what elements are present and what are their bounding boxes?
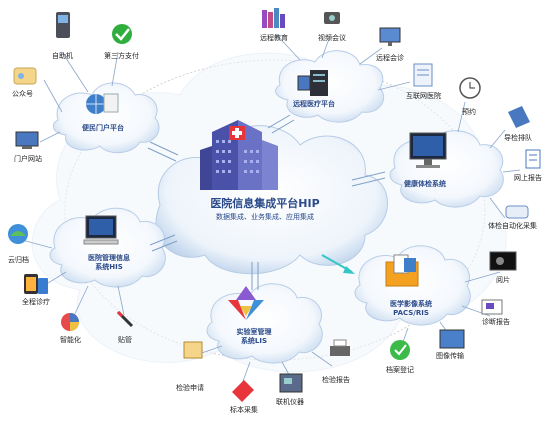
lab-prism-icon (228, 286, 264, 320)
label-full-diagnosis: 全程诊疗 (22, 298, 50, 306)
payment-check-icon (112, 24, 132, 44)
xray-film-icon (489, 251, 517, 271)
pie-chart-icon (61, 313, 79, 331)
queue-icon (508, 106, 530, 128)
image-monitor-icon (439, 329, 465, 349)
cloud-lis-line2: 系统LIS (240, 337, 268, 345)
remote-server-icon (297, 70, 328, 96)
cloud-his-label: 医院管理信息 系统HIS (74, 254, 144, 272)
label-online-instrument: 联机仪器 (276, 398, 304, 406)
specimen-tube-icon (232, 380, 254, 402)
label-appointment: 预约 (462, 108, 476, 116)
pacs-folder-icon (385, 254, 419, 287)
cloud-lis-label: 实验室管理 系统LIS (222, 328, 286, 346)
label-image-transfer: 图像传输 (436, 352, 464, 360)
portal-globe-icon (86, 93, 119, 114)
hub-to-pacs-arrow (321, 254, 355, 274)
label-guided-exam: 导检排队 (504, 134, 532, 142)
label-cloud-archive: 云归档 (8, 256, 29, 264)
label-internet-hospital: 互联网医院 (406, 92, 441, 100)
cloud-exam (389, 130, 504, 208)
online-report-icon (525, 149, 541, 169)
hub-title: 医院信息集成平台HIP (210, 197, 320, 210)
kiosk-icon (56, 12, 70, 38)
printer-icon (330, 339, 350, 356)
cloud-pacs-label: 医学影像系统 PACS/RIS (376, 300, 446, 318)
video-camera-icon (324, 12, 340, 24)
label-video-conference: 视频会议 (318, 34, 346, 42)
request-notebook-icon (183, 341, 203, 359)
automation-device-icon (505, 205, 529, 219)
label-archive-signin: 档案登记 (386, 366, 414, 374)
cloud-remote-label: 远程医疗平台 (293, 100, 335, 108)
label-online-report: 网上报告 (514, 174, 542, 182)
cloud-his-line2: 系统HIS (95, 263, 123, 271)
label-remote-education: 远程教育 (260, 34, 288, 42)
label-portal-website: 门户网站 (14, 155, 42, 163)
diagnosis-report-icon (481, 299, 503, 315)
label-third-party-payment: 第三方支付 (104, 52, 139, 60)
label-self-service-machine: 自助机 (52, 52, 73, 60)
public-account-icon (13, 67, 37, 85)
label-remote-consultation: 远程会诊 (376, 54, 404, 62)
clock-icon (459, 77, 481, 99)
cloud-lis-line1: 实验室管理 (236, 328, 272, 336)
hub-subtitle: 数据集成、业务集成、应用集成 (216, 213, 314, 221)
label-inspection-report: 检验报告 (322, 376, 350, 384)
hospital-building-icon (200, 120, 278, 190)
cloud-exam-label: 健康体检系统 (404, 180, 446, 188)
label-inspection-request: 检验申请 (176, 384, 204, 392)
hub-arrows (147, 114, 386, 290)
his-computer-icon (83, 215, 119, 245)
cloud-pacs-line1: 医学影像系统 (390, 300, 432, 308)
internet-hospital-icon (413, 63, 433, 87)
consultation-icon (379, 27, 401, 46)
tablet-icon (24, 274, 48, 294)
pen-icon (116, 310, 134, 328)
cloud-pacs-line2: PACS/RIS (393, 309, 429, 317)
label-exam-automation: 体检自动化采集 (488, 222, 537, 230)
label-specimen-collection: 标本采集 (230, 406, 258, 414)
instrument-icon (279, 373, 303, 393)
cloud-portal-label: 便民门户平台 (82, 124, 124, 132)
cloud-remote (275, 50, 385, 123)
label-intelligent: 智能化 (60, 336, 81, 344)
exam-monitor-icon (409, 132, 447, 168)
label-film-reading: 阅片 (496, 276, 510, 284)
cloud-his-line1: 医院管理信息 (88, 254, 130, 262)
label-public-account: 公众号 (12, 90, 33, 98)
archive-check-icon (390, 340, 410, 360)
label-diagnosis-report: 诊断报告 (482, 318, 510, 326)
portal-website-icon (15, 131, 39, 149)
label-tube-sticking: 贴管 (118, 336, 132, 344)
education-books-icon (262, 8, 285, 28)
cloud-archive-icon (8, 224, 28, 244)
